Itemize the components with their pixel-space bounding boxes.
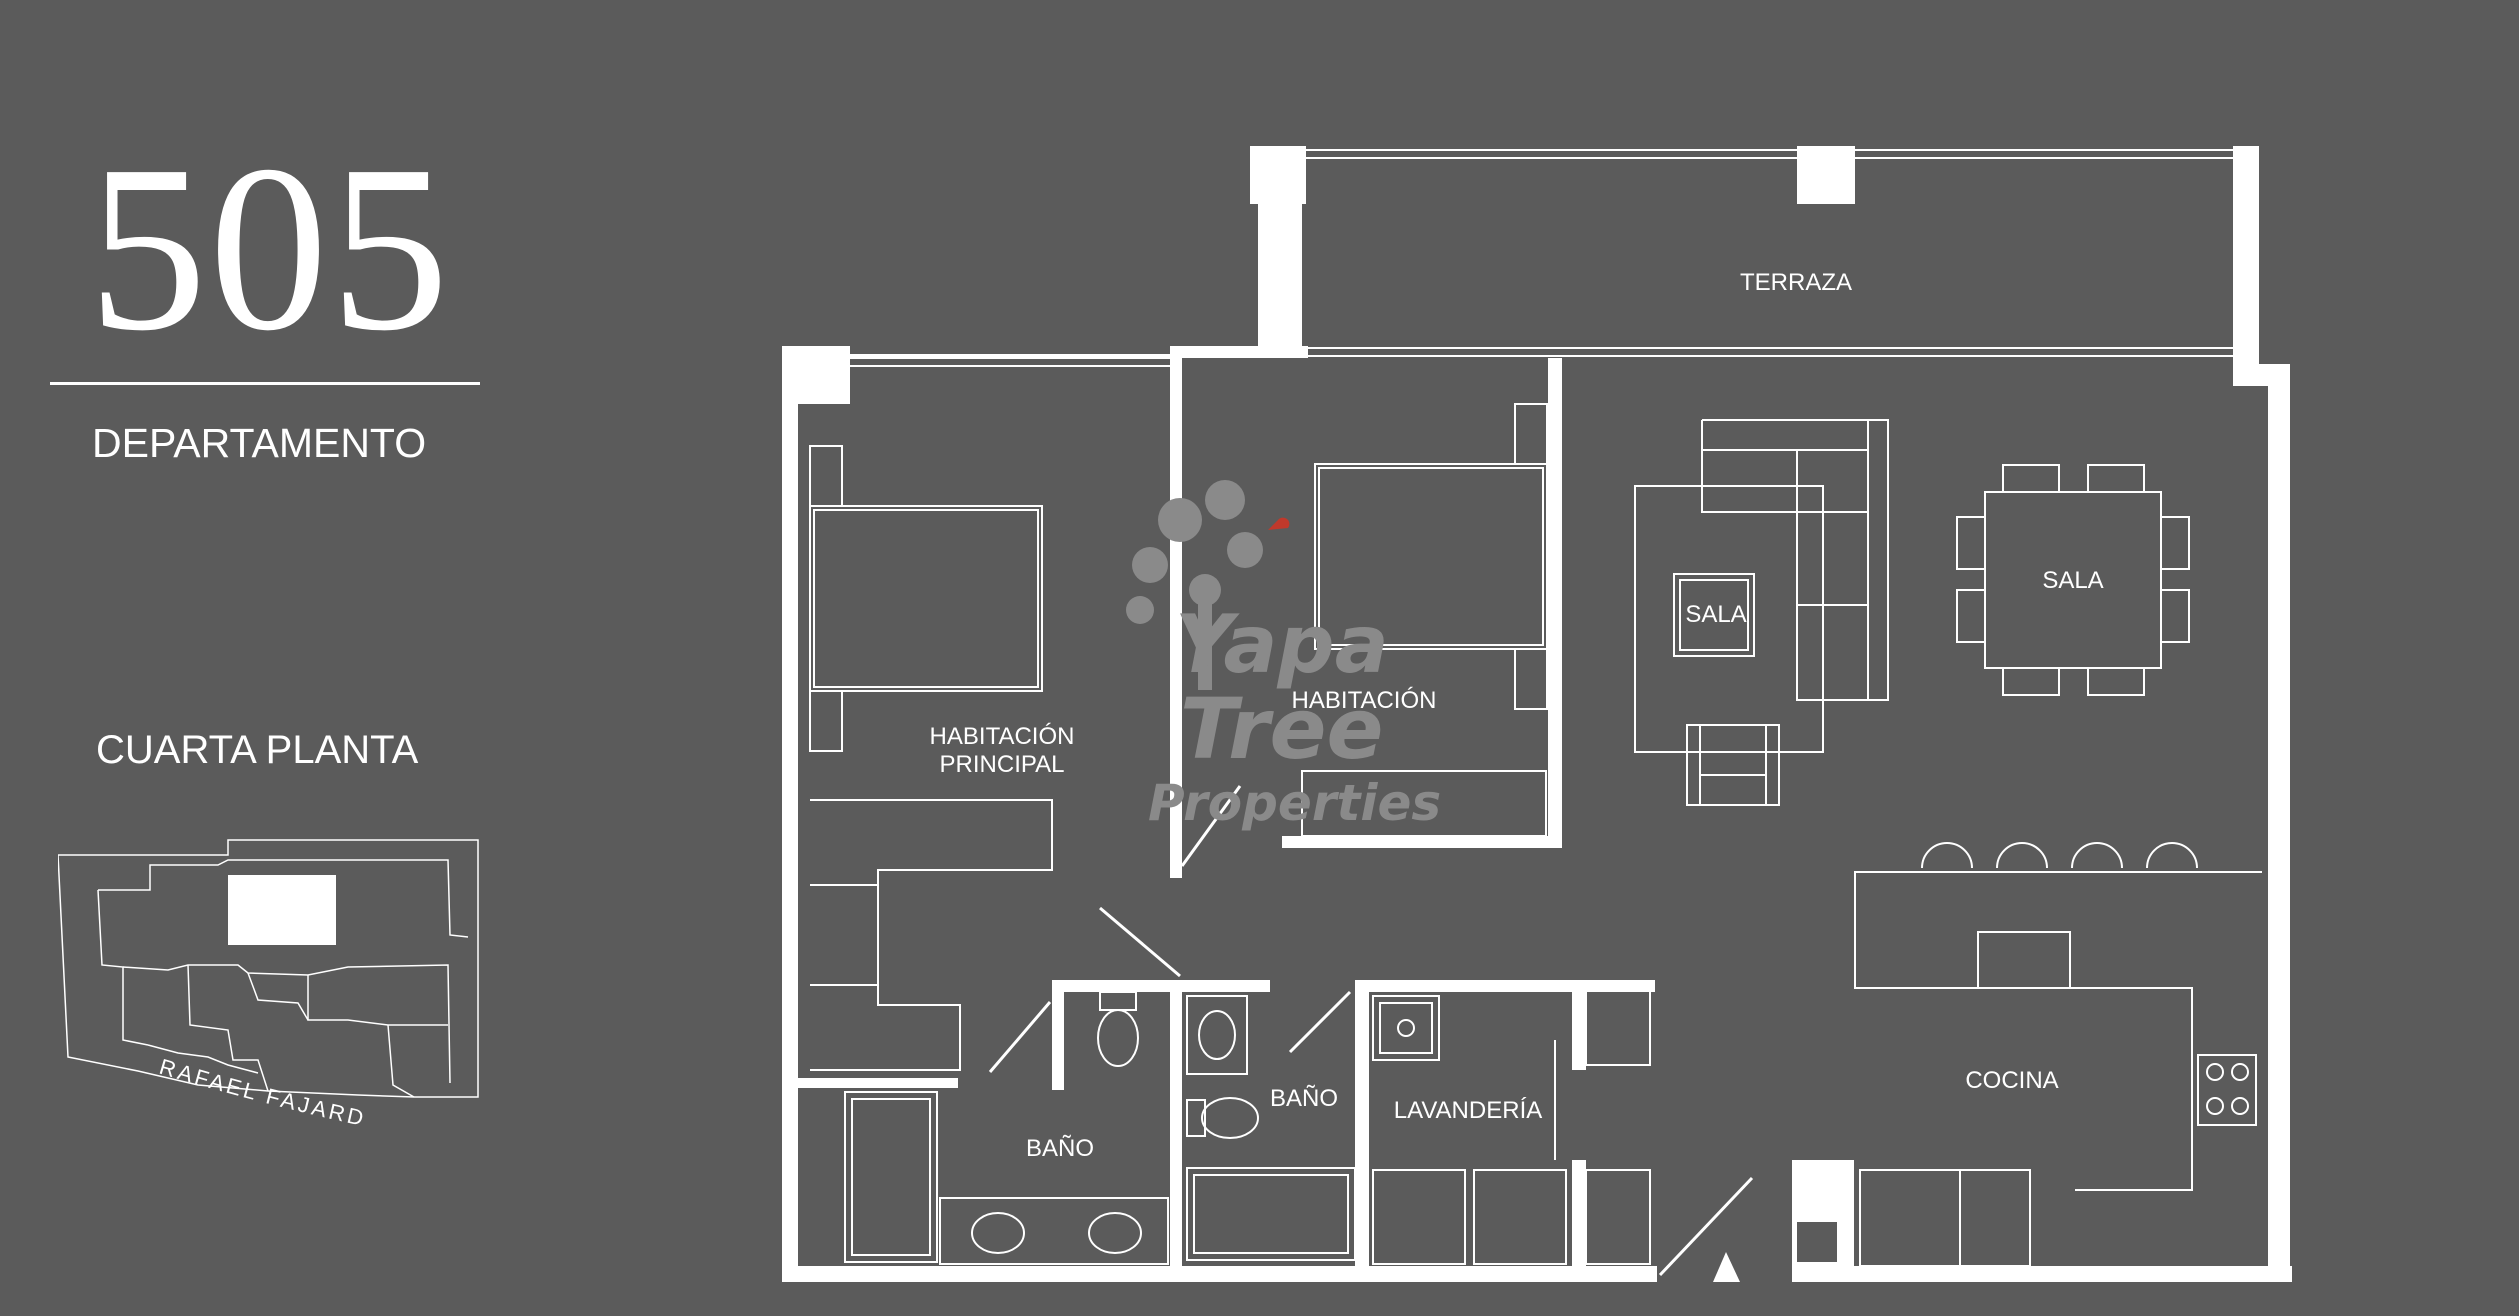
bathtub-1 (844, 1091, 938, 1263)
laundry-sink (1372, 995, 1440, 1061)
master-closet (810, 799, 1053, 1071)
toilet-2 (1201, 1097, 1259, 1139)
watermark-line3: Properties (1148, 774, 1441, 832)
entrance-marker (1713, 1252, 1740, 1282)
label-master-line1: HABITACIÓN (930, 723, 1075, 750)
unit-type-label: DEPARTAMENTO (92, 420, 427, 466)
room-labels: TERRAZA HABITACIÓN PRINCIPAL HABITACIÓN … (930, 269, 2104, 1162)
unit-number: 505 (88, 117, 451, 380)
cooktop (2197, 1054, 2257, 1126)
windows (850, 149, 2233, 367)
bathtub-2 (1186, 1167, 1356, 1261)
label-master-line2: PRINCIPAL (940, 751, 1065, 778)
label-habitacion: HABITACIÓN (1292, 687, 1437, 714)
label-bano-1: BAÑO (1026, 1135, 1094, 1162)
label-bano-2: BAÑO (1270, 1085, 1338, 1112)
kitchen-island (1854, 871, 2262, 1191)
kitchen-sink (1977, 931, 2071, 989)
dining-table (1984, 491, 2162, 669)
title-divider (50, 382, 480, 385)
bedroom-bed (1314, 463, 1548, 650)
toilet-1 (1097, 1009, 1139, 1067)
coffee-table (1673, 573, 1755, 657)
label-terraza: TERRAZA (1740, 269, 1852, 296)
living-rug (1634, 485, 1824, 753)
key-plan-unit-highlight (228, 875, 336, 945)
watermark-line2: Tree (1180, 680, 1383, 778)
label-lavanderia: LAVANDERÍA (1394, 1097, 1543, 1124)
walls (782, 146, 2292, 1282)
key-plan: RAFAEL FAJARDO (58, 835, 479, 1131)
vanity-1 (939, 1197, 1169, 1265)
label-cocina: COCINA (1965, 1067, 2058, 1094)
doors (988, 785, 1754, 1277)
key-plan-outline (58, 839, 479, 1098)
label-sala-living: SALA (1685, 601, 1746, 628)
floor-label: CUARTA PLANTA (96, 728, 419, 772)
watermark-line1: Yapa (1175, 598, 1389, 691)
vanity-2 (1186, 995, 1248, 1075)
armchair (1686, 724, 1780, 806)
label-sala-dining: SALA (2042, 567, 2103, 594)
furniture (809, 403, 2262, 1267)
sectional-sofa (1701, 419, 1889, 701)
master-bed (809, 505, 1043, 692)
watermark-logo: Yapa Tree Properties (1126, 480, 1441, 832)
bedroom-closet (1301, 770, 1547, 837)
key-plan-inner-lines (98, 859, 469, 938)
